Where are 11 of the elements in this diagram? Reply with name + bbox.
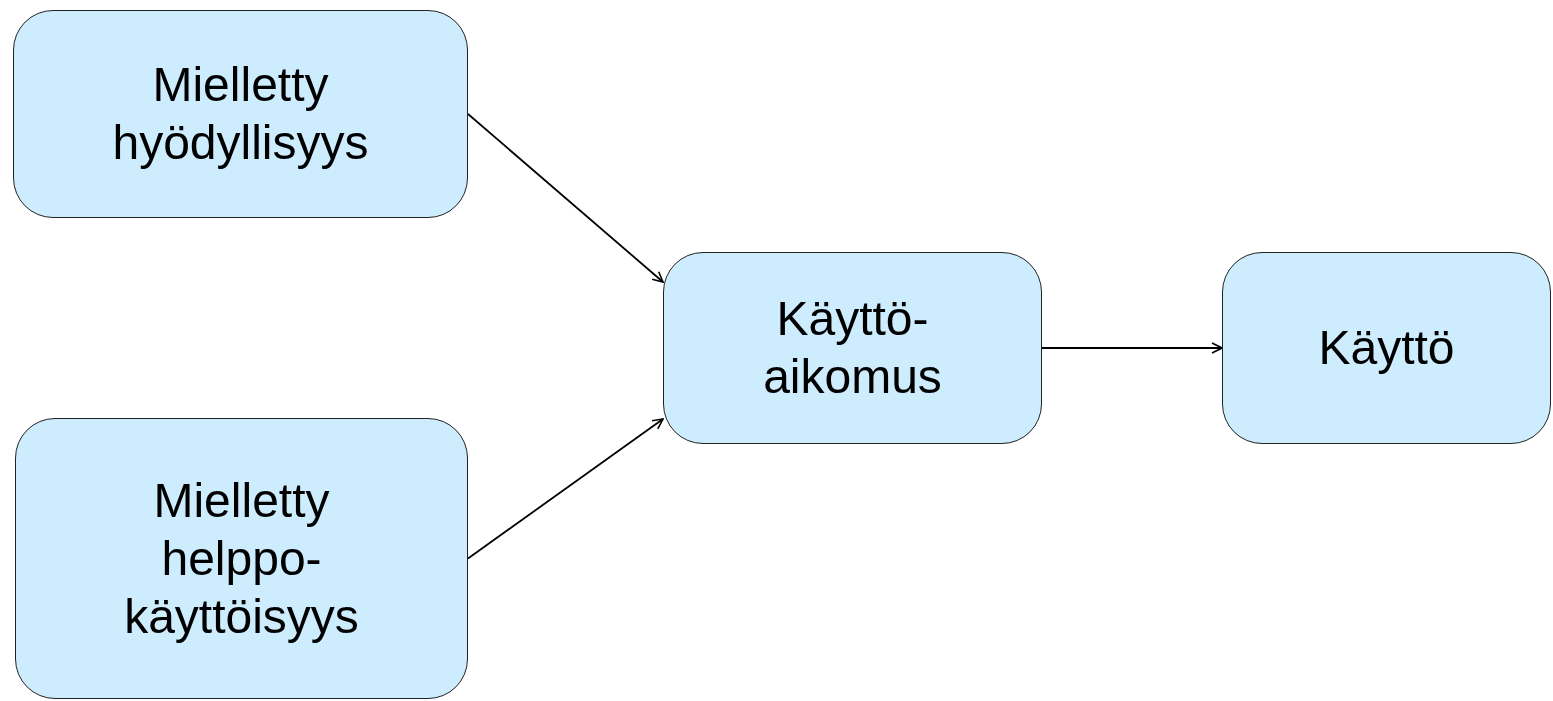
process-box [15,418,468,699]
box-label: Käyttö [1317,320,1456,376]
box-label: Käyttö- aikomus [762,291,943,405]
process-box [13,10,468,218]
process-box [663,252,1042,444]
arrow [467,113,664,283]
arrow [1041,342,1223,354]
process-box [1222,252,1551,444]
arrow [467,418,664,560]
box-label: Mielletty hyödyllisyys [111,57,370,171]
box-label: Mielletty helppo- käyttöisyys [123,472,360,645]
